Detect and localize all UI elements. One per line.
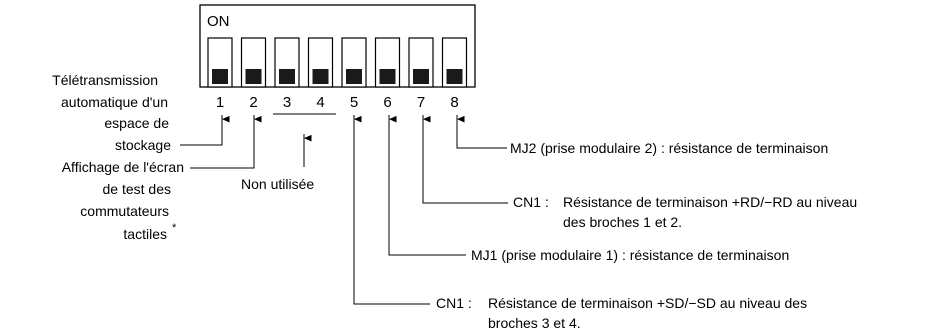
leader-switch-7 bbox=[422, 115, 508, 204]
switch1-label-line: espace de bbox=[104, 115, 169, 131]
switch-8-number: 8 bbox=[450, 94, 458, 111]
switch2-label-line: commutateurs bbox=[80, 203, 169, 219]
switch-3-knob[interactable] bbox=[279, 69, 295, 84]
switch-3-number: 3 bbox=[283, 94, 291, 111]
switch-4-knob[interactable] bbox=[312, 69, 329, 84]
switch-6-knob[interactable] bbox=[379, 69, 396, 84]
switch34-label: Non utilisée bbox=[241, 176, 314, 192]
switch-5-knob[interactable] bbox=[346, 69, 362, 84]
switch7-prefix: CN1 : bbox=[513, 194, 549, 210]
switch-6-number: 6 bbox=[383, 94, 391, 111]
on-label: ON bbox=[207, 13, 230, 30]
leader-switch-8 bbox=[456, 115, 507, 149]
leader-switch-2 bbox=[190, 115, 262, 169]
switch7-label-line: Résistance de terminaison +RD/−RD au niv… bbox=[563, 194, 857, 210]
switch1-label: Télétransmission automatique d'un espace… bbox=[52, 72, 171, 153]
switch1-label-line: Télétransmission bbox=[52, 72, 158, 88]
switch-7-number: 7 bbox=[417, 94, 425, 111]
switch-5-number: 5 bbox=[350, 94, 358, 111]
switch-8-knob[interactable] bbox=[446, 69, 463, 84]
leader-switch-6 bbox=[388, 115, 466, 256]
switch7-label-line: des broches 1 et 2. bbox=[563, 214, 682, 230]
switch1-label-line: stockage bbox=[115, 137, 171, 153]
leader-switch-1 bbox=[180, 115, 230, 146]
switch2-label: Affichage de l'écran de test des commuta… bbox=[62, 159, 184, 242]
leader-switch-5 bbox=[353, 115, 430, 305]
switch-4-number: 4 bbox=[316, 94, 324, 111]
switch5-prefix: CN1 : bbox=[436, 295, 472, 311]
switch5-label-line: broches 3 et 4. bbox=[488, 315, 581, 331]
switch6-label: MJ1 (prise modulaire 1) : résistance de … bbox=[471, 247, 789, 263]
switch2-asterisk: * bbox=[172, 222, 177, 234]
switch1-label-line: automatique d'un bbox=[61, 94, 168, 110]
switch-group: 1 2 3 4 5 6 7 8 bbox=[207, 37, 468, 111]
switch-7-knob[interactable] bbox=[413, 69, 429, 84]
switch-2-number: 2 bbox=[249, 94, 257, 111]
switch2-label-line: tactiles bbox=[123, 226, 167, 242]
switch-1-number: 1 bbox=[216, 94, 224, 111]
switch2-label-line: Affichage de l'écran bbox=[62, 159, 184, 175]
switch5-label-line: Résistance de terminaison +SD/−SD au niv… bbox=[488, 295, 807, 311]
switch-2-knob[interactable] bbox=[245, 69, 262, 84]
switch8-label: MJ2 (prise modulaire 2) : résistance de … bbox=[510, 140, 828, 156]
switch-1-knob[interactable] bbox=[212, 69, 228, 84]
switch2-label-line: de test des bbox=[103, 181, 172, 197]
